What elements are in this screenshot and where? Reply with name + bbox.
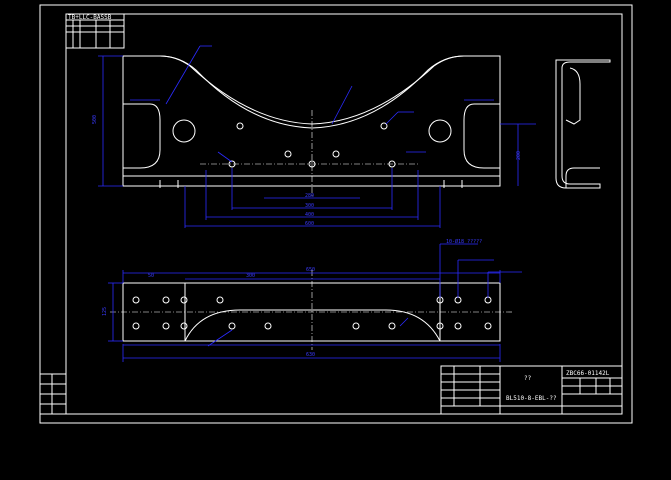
dim-50: 50 — [148, 273, 154, 279]
dim-280: 280 — [305, 193, 314, 199]
side-stamp-boxes — [39, 373, 67, 415]
dim-125: 125 — [102, 307, 108, 316]
revision-table-header: TB+LLC-BASSB — [68, 14, 112, 21]
outer-frame — [39, 4, 633, 424]
inner-frame — [65, 13, 623, 415]
title-block: ZBC66-01142L ?? BL510-8-EBL-?? — [440, 365, 623, 415]
part-code: BL510-8-EBL-?? — [506, 395, 557, 402]
side-view-part — [555, 59, 611, 189]
callout-note: 10-Ø18 ????? — [446, 238, 482, 245]
front-view-dimensions: 500 600 400 300 280 200 — [92, 45, 536, 228]
revision-table: TB+LLC-BASSB — [65, 13, 125, 49]
dim-300: 300 — [305, 203, 314, 209]
dim-630: 630 — [306, 352, 315, 358]
dim-400: 400 — [305, 212, 314, 218]
plan-view-dimensions: 630 650 300 125 50 10-Ø18 ????? — [102, 238, 522, 362]
drawing-number: ZBC66-01142L — [566, 370, 610, 377]
dim-500: 500 — [92, 115, 98, 124]
dim-600: 600 — [305, 221, 314, 227]
dim-300-plan: 300 — [246, 273, 255, 279]
dim-650: 650 — [306, 267, 315, 273]
dim-200: 200 — [516, 151, 522, 160]
front-view-part — [122, 55, 501, 196]
plan-view-part — [110, 270, 512, 350]
title-name: ?? — [524, 375, 532, 382]
